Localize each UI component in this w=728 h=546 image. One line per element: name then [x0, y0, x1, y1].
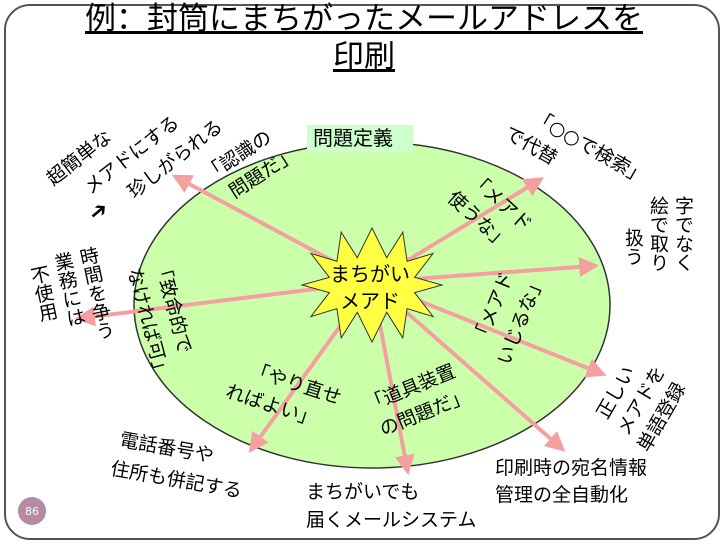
- slide-title-line1: 例：封筒にまちがったメールアドレスを: [85, 1, 643, 37]
- solution-mail-line1: まちがいでも: [306, 481, 420, 503]
- solution-jide-line1: 字でなく: [672, 196, 694, 272]
- solution-mail-line2: 届くメールシステム: [306, 509, 477, 531]
- solution-jide-line3: 扱う: [622, 228, 644, 266]
- solution-insatsu-line1: 印刷時の宛名情報: [495, 457, 648, 479]
- slide-frame: [4, 4, 720, 540]
- center-label-line2: メアド: [340, 289, 400, 313]
- slide-title-line2: 印刷: [333, 39, 395, 75]
- problem-definition-label: 問題定義: [313, 126, 393, 150]
- solution-jide-line2: 絵で取り: [647, 196, 669, 272]
- solution-insatsu-line2: 管理の全自動化: [495, 484, 629, 506]
- page-number-badge: 86: [18, 497, 46, 525]
- center-label-line1: まちがい: [330, 262, 410, 286]
- center-star: [300, 226, 444, 344]
- problem-definition-label-bg: [307, 125, 413, 153]
